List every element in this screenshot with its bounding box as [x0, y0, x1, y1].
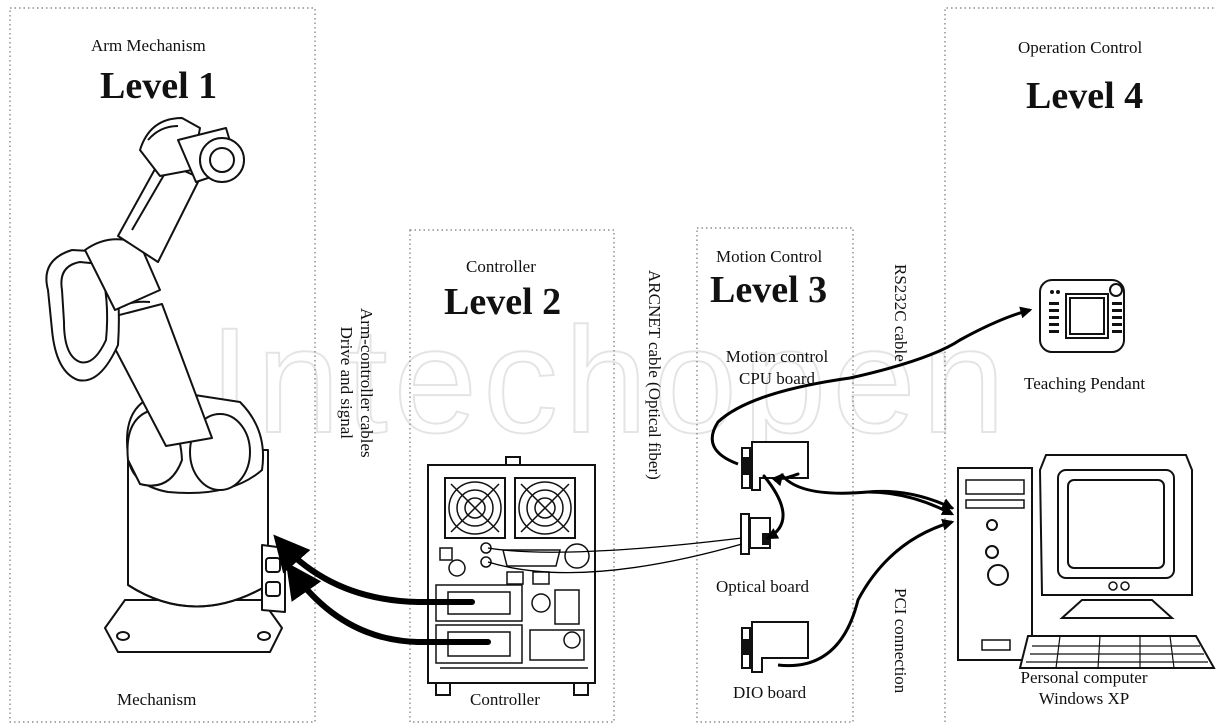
pc-label: Personal computer Windows XP — [1010, 667, 1158, 709]
teaching-pendant-graphic — [1040, 280, 1124, 352]
level1-title: Level 1 — [100, 64, 217, 108]
level4-section-label: Operation Control — [1018, 38, 1142, 58]
cooling-fan-right — [515, 478, 575, 538]
level1-section-label: Arm Mechanism — [91, 36, 206, 56]
level2-section-label: Controller — [466, 257, 536, 277]
cpu-board-graphic — [742, 442, 808, 490]
personal-computer-graphic — [958, 455, 1214, 668]
arcnet-cable-label: ARCNET cable (Optical fiber) — [644, 270, 664, 480]
cpu-board-label: Motion control CPU board — [713, 346, 841, 390]
teaching-pendant-label: Teaching Pendant — [1024, 374, 1145, 394]
arm-cables-label-line2: Drive and signal — [336, 308, 356, 458]
level4-title: Level 4 — [1026, 74, 1143, 118]
optical-board-label: Optical board — [716, 577, 809, 597]
pc-label-line2: Windows XP — [1010, 688, 1158, 709]
dio-board-label: DIO board — [733, 683, 806, 703]
level3-section-label: Motion Control — [716, 247, 822, 267]
pci-connection-label: PCI connection — [890, 588, 910, 693]
arm-cables-label-line1: Arm-controller cables — [356, 308, 376, 458]
mechanism-caption: Mechanism — [117, 690, 196, 710]
optical-board-graphic — [741, 514, 770, 554]
level3-title: Level 3 — [710, 268, 827, 312]
controller-caption: Controller — [470, 690, 540, 710]
arm-cables-label: Arm-controller cables Drive and signal — [336, 308, 376, 458]
rs232c-cable-label: RS232C cable — [890, 264, 910, 362]
level2-title: Level 2 — [444, 280, 561, 324]
cpu-board-label-line1: Motion control — [713, 346, 841, 368]
board-link-cables — [764, 474, 952, 538]
cooling-fan-left — [445, 478, 505, 538]
controller-unit — [428, 457, 595, 695]
pc-label-line1: Personal computer — [1010, 667, 1158, 688]
cpu-board-label-line2: CPU board — [713, 368, 841, 390]
